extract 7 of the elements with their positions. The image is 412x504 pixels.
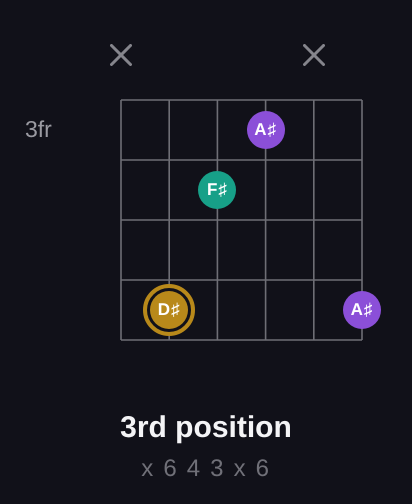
fingering-caption: x 6 4 3 x 6: [141, 457, 271, 481]
fret-label: 3fr: [25, 118, 52, 141]
note-dot: F♯: [198, 171, 236, 209]
note-dot: A♯: [246, 111, 285, 149]
note-dot: A♯: [343, 291, 381, 329]
root-note-dot: D♯: [143, 284, 196, 336]
chord-title: 3rd position: [120, 413, 292, 443]
